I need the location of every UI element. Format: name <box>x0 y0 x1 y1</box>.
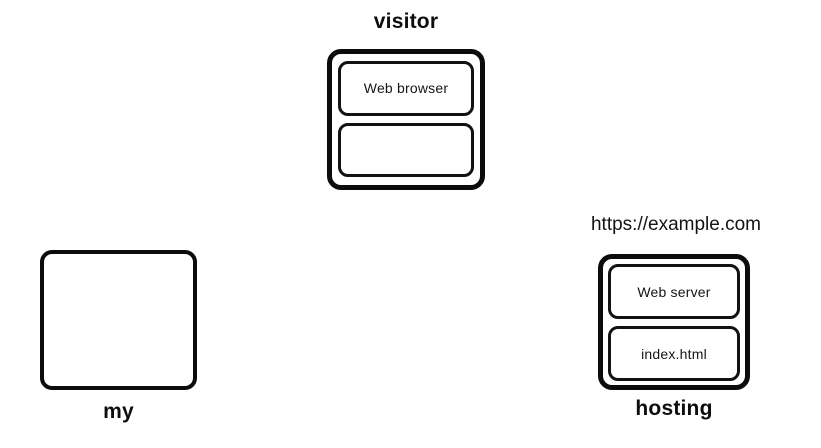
hosting-url-label: https://example.com <box>590 214 762 235</box>
hosting-node-box: Web server index.html <box>598 254 750 390</box>
visitor-node-title: visitor <box>373 10 439 33</box>
my-node-box <box>40 250 197 390</box>
hosting-node-title: hosting <box>635 397 713 420</box>
web-browser-box: Web browser <box>338 61 474 116</box>
visitor-node-box: Web browser <box>327 49 485 190</box>
index-html-box: index.html <box>608 326 740 381</box>
my-node-title: my <box>103 400 134 423</box>
web-server-label: Web server <box>637 283 711 300</box>
web-browser-label: Web browser <box>363 80 449 97</box>
index-html-label: index.html <box>641 345 707 362</box>
visitor-empty-box <box>338 122 474 177</box>
web-server-box: Web server <box>608 264 740 319</box>
